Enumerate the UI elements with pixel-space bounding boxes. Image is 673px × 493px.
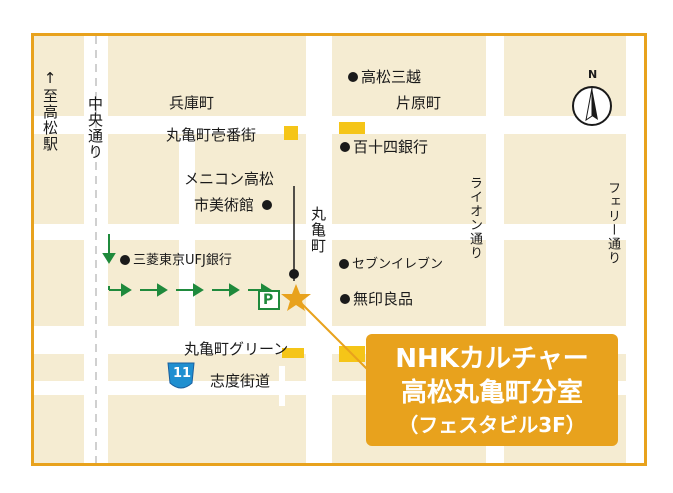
dot-icon [262,199,273,210]
label-menicon-takamatsu: メニコン高松 [184,170,275,188]
label-muji: 無印良品 [340,292,413,307]
label-marugame-ichibangai: 丸亀町壱番街 [166,126,257,144]
dot-icon [340,141,350,152]
road-middle [34,224,644,240]
label-shido-kaido: 志度街道 [210,372,271,390]
label-marugame-machi: 丸亀町 [309,206,327,254]
dot-icon [340,293,350,304]
callout-line-1: NHKカルチャー [395,344,589,374]
label-takamatsu-mitsukoshi: 高松三越 [348,70,421,85]
map-frame: ↑至高松駅 中央通り 兵庫町 丸亀町壱番街 高松三越 片原町 百十四銀行 メニコ… [31,33,647,466]
road-ferry [626,36,644,463]
menicon-dot-icon [289,269,299,279]
parking-sign-box [258,290,280,310]
road-west [179,136,195,326]
label-mufg-bank: 三菱東京UFJ銀行 [120,254,232,267]
compass-icon [572,86,612,126]
marker-marugame-green [282,348,304,358]
north-label: N [588,68,598,81]
road-lower-left [279,366,285,406]
label-katahara-machi: 片原町 [396,94,442,112]
label-chuo-dori: 中央通り [86,96,104,160]
destination-star-icon [281,284,311,311]
route-arrows [102,234,272,297]
callout-line-2: 高松丸亀町分室 [400,378,583,408]
label-hyakujushi-bank: 百十四銀行 [340,140,428,155]
marker-marugame-ichibangai [284,126,298,140]
label-seven-eleven: セブンイレブン [339,258,443,271]
dot-icon [348,71,358,82]
route-11-shield-icon [167,362,195,389]
label-city-museum: 市美術館 [194,198,275,213]
label-lion-dori: ライオン通り [467,176,482,260]
callout-line-3: （フェスタビル3F） [398,413,586,437]
marker-hyakujushi [339,122,365,134]
callout-pointer [295,297,375,377]
route-11-number: 11 [173,366,192,381]
label-ferry-dori: フェリー通り [605,181,620,265]
dot-icon [120,254,130,265]
label-marugame-green: 丸亀町グリーン [184,340,289,358]
dot-icon [339,258,349,269]
parking-label: P [263,292,274,308]
label-to-station: ↑至高松駅 [41,69,59,152]
label-hyogo-machi: 兵庫町 [169,94,215,112]
destination-callout: NHKカルチャー 高松丸亀町分室 （フェスタビル3F） [366,334,618,446]
road-marugame [306,36,332,463]
